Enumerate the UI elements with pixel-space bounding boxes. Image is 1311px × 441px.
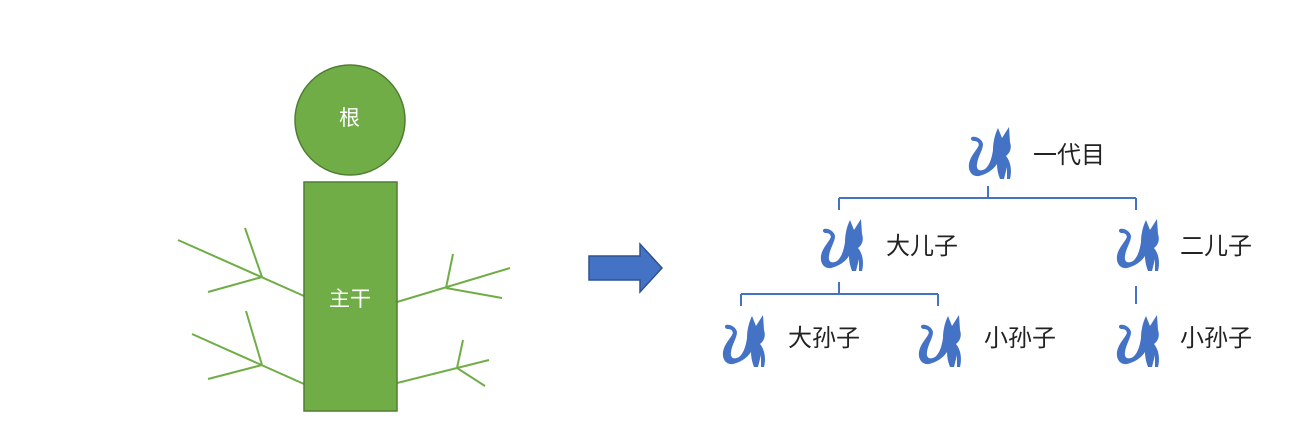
- cat-icon: [968, 127, 1011, 179]
- cat-icon: [1116, 315, 1159, 367]
- tree-branches: [177, 227, 511, 387]
- cat-icon: [1116, 219, 1159, 271]
- tree-figure: [177, 64, 511, 412]
- trunk: [303, 181, 398, 412]
- son2-label: 二儿子: [1180, 232, 1252, 260]
- grandson2-label: 小孙子: [984, 324, 1056, 352]
- root-label: 根: [339, 106, 360, 130]
- cat-icon: [820, 219, 863, 271]
- cat-icon: [722, 315, 765, 367]
- cat-icon: [918, 315, 961, 367]
- right-arrow-icon: [588, 242, 664, 294]
- gen1-label: 一代目: [1033, 141, 1105, 169]
- grandson1-label: 大孙子: [788, 324, 860, 352]
- root-circle: [294, 64, 406, 176]
- trunk-label: 主干: [329, 287, 371, 311]
- son1-label: 大儿子: [886, 232, 958, 260]
- family-connectors: [740, 186, 1137, 306]
- grandson3-label: 小孙子: [1180, 324, 1252, 352]
